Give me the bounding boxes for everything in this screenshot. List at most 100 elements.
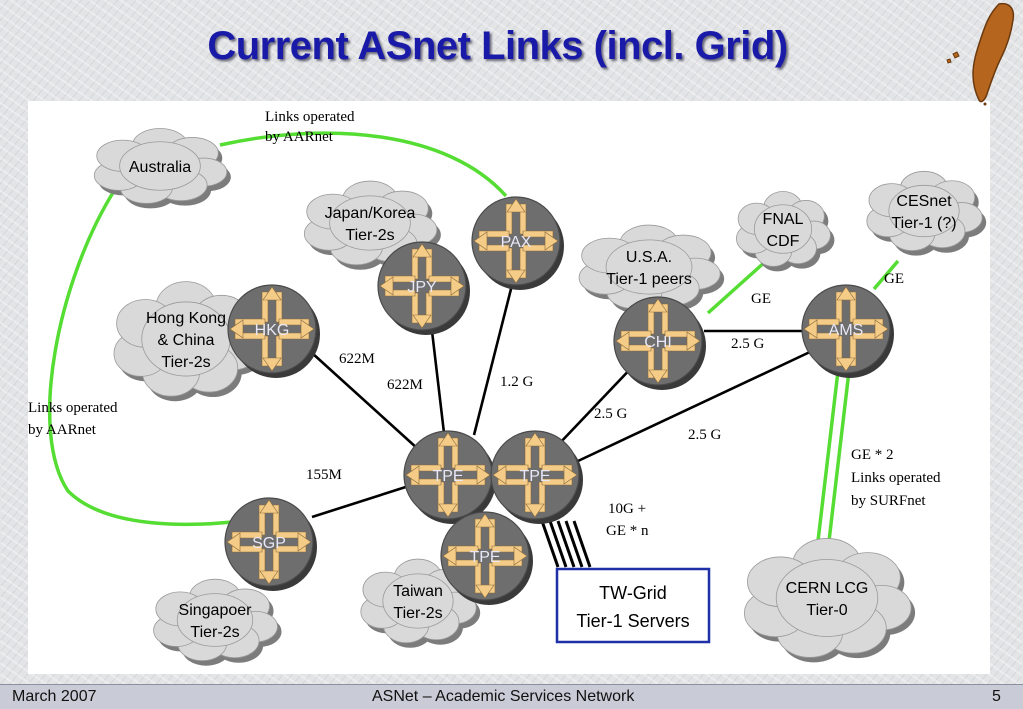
- link-ge-chi-fnal: [706, 259, 768, 315]
- router-arrow-head: [874, 319, 889, 339]
- router-jpy-label: JPY: [407, 279, 437, 296]
- link-tpe-jpy-622m: [430, 330, 446, 434]
- link-surfnet-ams-cern-2: [827, 370, 851, 542]
- aarnet-top-line-2: by AARnet: [265, 129, 334, 145]
- router-disc: [440, 511, 530, 601]
- link-tpe-twgrid-strand: [556, 520, 576, 568]
- label-ge-cesnet: GE: [884, 271, 904, 287]
- router-arrow-head: [648, 298, 668, 313]
- router-arrow-head: [475, 513, 495, 528]
- router-arrow-head: [615, 331, 630, 351]
- router-sgp-label: SGP: [252, 535, 286, 552]
- cloud-cern-label: CERN LCG: [786, 580, 869, 597]
- router-tpe3-label: TPE: [469, 549, 500, 566]
- router-arrow-head: [506, 269, 526, 284]
- cloud-cern: CERN LCG Tier-0: [743, 538, 916, 663]
- cloud-fnal-label: FNAL: [763, 211, 804, 228]
- cloud-japan-korea-label: Tier-2s: [345, 227, 394, 244]
- router-arrow-head: [438, 503, 458, 518]
- router-arrow-head: [836, 357, 856, 372]
- cloud-lobe: [119, 141, 201, 191]
- label-622m-hkg: 622M: [339, 351, 375, 367]
- twgrid-box: [555, 567, 711, 644]
- link-surfnet-ams-cern-1: [816, 370, 840, 542]
- cloud-singapore-t2-label: Singapoer: [179, 602, 253, 619]
- router-arrow-head: [259, 499, 279, 514]
- router-tpe2: TPE: [490, 430, 583, 524]
- router-ams: AMS: [801, 284, 894, 378]
- cloud-taiwan-t2-label: Tier-2s: [393, 605, 442, 622]
- router-arrow-head: [379, 276, 394, 296]
- label-ge-fnal: GE: [751, 291, 771, 307]
- router-arrow-head: [513, 546, 528, 566]
- surfnet-line-3: by SURFnet: [851, 493, 926, 509]
- link-tpe-pax-1-2g: [472, 284, 514, 436]
- link-tpe-hkg-622m: [311, 352, 419, 450]
- cloud-singapore-t2-label: Tier-2s: [190, 624, 239, 641]
- cloud-lobe: [605, 239, 693, 295]
- links-layer: [47, 131, 900, 568]
- cloud-hongkong-china-label: Tier-2s: [161, 354, 210, 371]
- cloud-cesnet-label: CESnet: [896, 193, 952, 210]
- router-disc: [490, 430, 580, 520]
- router-disc: [224, 497, 314, 587]
- slide-title: Current ASnet Links (incl. Grid): [207, 24, 788, 68]
- router-hkg: HKG: [227, 284, 320, 378]
- link-tpe-twgrid-strand: [564, 520, 584, 568]
- cloud-lobe: [753, 204, 813, 254]
- link-tpe-sgp-155m: [311, 483, 413, 519]
- link-ge-ams-cesnet: [872, 259, 900, 291]
- router-pax: PAX: [471, 196, 564, 290]
- router-arrow-head: [442, 546, 457, 566]
- router-arrow-head: [438, 432, 458, 447]
- footer-title: ASNet – Academic Services Network: [372, 688, 635, 705]
- router-arrow-head: [525, 432, 545, 447]
- router-disc: [471, 196, 561, 286]
- router-pax-label: PAX: [501, 234, 532, 251]
- router-disc: [613, 296, 703, 386]
- router-arrow-head: [412, 243, 432, 258]
- cloud-japan-korea-label: Japan/Korea: [325, 205, 416, 222]
- router-arrow-head: [836, 286, 856, 301]
- router-arrow-head: [226, 532, 241, 552]
- twgrid-line-2: Tier-1 Servers: [576, 611, 689, 631]
- label-10g-line-1: 10G +: [608, 501, 646, 517]
- router-arrow-head: [476, 465, 491, 485]
- router-arrow-head: [506, 198, 526, 213]
- cloud-fnal: FNAL CDF: [736, 191, 835, 272]
- router-chi-label: CHI: [644, 334, 672, 351]
- router-arrow-head: [492, 465, 507, 485]
- cloud-hongkong-china-label: Hong Kong: [146, 310, 226, 327]
- router-arrow-head: [229, 319, 244, 339]
- router-arrow-head: [648, 369, 668, 384]
- link-aarnet-australia-sgp: [47, 190, 243, 527]
- cloud-lobe: [176, 593, 254, 647]
- router-jpy: JPY: [377, 241, 470, 335]
- router-arrow-head: [803, 319, 818, 339]
- router-arrow-head: [563, 465, 578, 485]
- router-arrow-head: [475, 584, 495, 599]
- surfnet-line-1: GE * 2: [851, 447, 894, 463]
- cloud-lobe: [888, 184, 960, 238]
- aarnet-left-line-2: by AARnet: [28, 422, 97, 438]
- cloud-australia: Australia: [93, 128, 231, 209]
- surfnet-line-2: Links operated: [851, 470, 941, 486]
- router-tpe1-label: TPE: [432, 468, 463, 485]
- cloud-fnal-label: CDF: [767, 233, 800, 250]
- router-chi: CHI: [613, 296, 706, 390]
- router-arrow-head: [686, 331, 701, 351]
- cloud-cern-label: Tier-0: [806, 602, 847, 619]
- cloud-usa: U.S.A.Tier-1 peers: [578, 224, 725, 314]
- router-hkg-label: HKG: [255, 322, 290, 339]
- router-disc: [227, 284, 317, 374]
- cloud-lobe: [382, 573, 454, 629]
- label-1-2g: 1.2 G: [500, 374, 534, 390]
- cloud-usa-label: Tier-1 peers: [606, 271, 692, 288]
- link-aarnet-australia-pax: [219, 131, 508, 198]
- router-tpe1: TPE: [403, 430, 496, 524]
- router-disc: [801, 284, 891, 374]
